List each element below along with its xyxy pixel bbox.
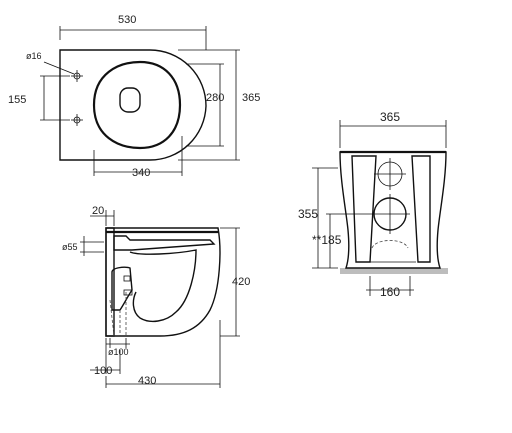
rear-panel-right	[411, 155, 431, 263]
hole-spacing-label: 155	[8, 94, 26, 106]
inlet-diameter-label: ø55	[62, 242, 78, 252]
outlet-wall-rear	[109, 299, 115, 337]
rear-width-dimension	[339, 120, 447, 148]
bowl-depth-label: 280	[206, 92, 224, 104]
fixing-hole-upper	[71, 70, 83, 82]
outlet-diameter-dimension	[106, 338, 130, 348]
side-view: 20 ø55 420 ø100 100	[62, 205, 250, 388]
length-label: 430	[138, 375, 156, 387]
side-view-bowl	[129, 249, 197, 323]
hole-spacing-dimension	[40, 75, 70, 121]
width-dimension	[59, 26, 207, 50]
trap	[111, 266, 133, 311]
top-view: ø16 530 365 280 340	[8, 14, 260, 179]
trap-marker	[123, 275, 131, 282]
rear-to-bowl-dimension	[93, 136, 183, 176]
rear-height-dimension	[312, 167, 338, 269]
base-arc	[371, 240, 409, 249]
depth-label: 365	[242, 92, 260, 104]
inlet-opening	[374, 158, 406, 190]
width-label: 530	[118, 14, 136, 26]
rear-base-width-dimension	[366, 276, 414, 296]
depth-dimension	[178, 49, 240, 161]
rear-to-bowl-label: 340	[132, 167, 150, 179]
rear-outlet-height-dimension	[326, 213, 370, 268]
inlet-pipe	[113, 235, 216, 251]
hole-diameter-label: ø16	[26, 51, 42, 61]
floor	[340, 268, 448, 274]
rear-width-label: 365	[380, 110, 400, 124]
rear-height-label: 355	[298, 207, 318, 221]
rear-base-width-label: 160	[380, 285, 400, 299]
outlet-opening	[370, 194, 410, 234]
rear-view-outline	[339, 151, 447, 269]
fixing-hole-lower	[71, 114, 83, 126]
bowl-depth-dimension	[186, 63, 224, 147]
height-dimension	[220, 227, 240, 337]
outlet-marker	[123, 289, 133, 296]
rear-panel	[351, 155, 377, 263]
top-view-outline	[59, 49, 207, 161]
hole-diameter-leader	[43, 61, 75, 75]
rear-outlet-height-label: **185	[312, 233, 342, 247]
outlet-offset-dimension	[90, 338, 121, 374]
top-view-bowl	[92, 60, 182, 150]
height-label: 420	[232, 276, 250, 288]
rear-view: 365 355 **185 160	[298, 110, 448, 299]
rear-offset-label: 20	[92, 205, 104, 217]
inlet-diameter-dimension	[80, 236, 104, 256]
flush-opening	[119, 87, 141, 113]
outlet-diameter-label: ø100	[108, 347, 129, 357]
side-view-outline	[105, 227, 221, 337]
rear-offset-dimension	[90, 210, 115, 226]
outlet-offset-label: 100	[94, 365, 112, 377]
side-view-wall-plate	[105, 227, 115, 337]
length-dimension	[105, 320, 221, 388]
